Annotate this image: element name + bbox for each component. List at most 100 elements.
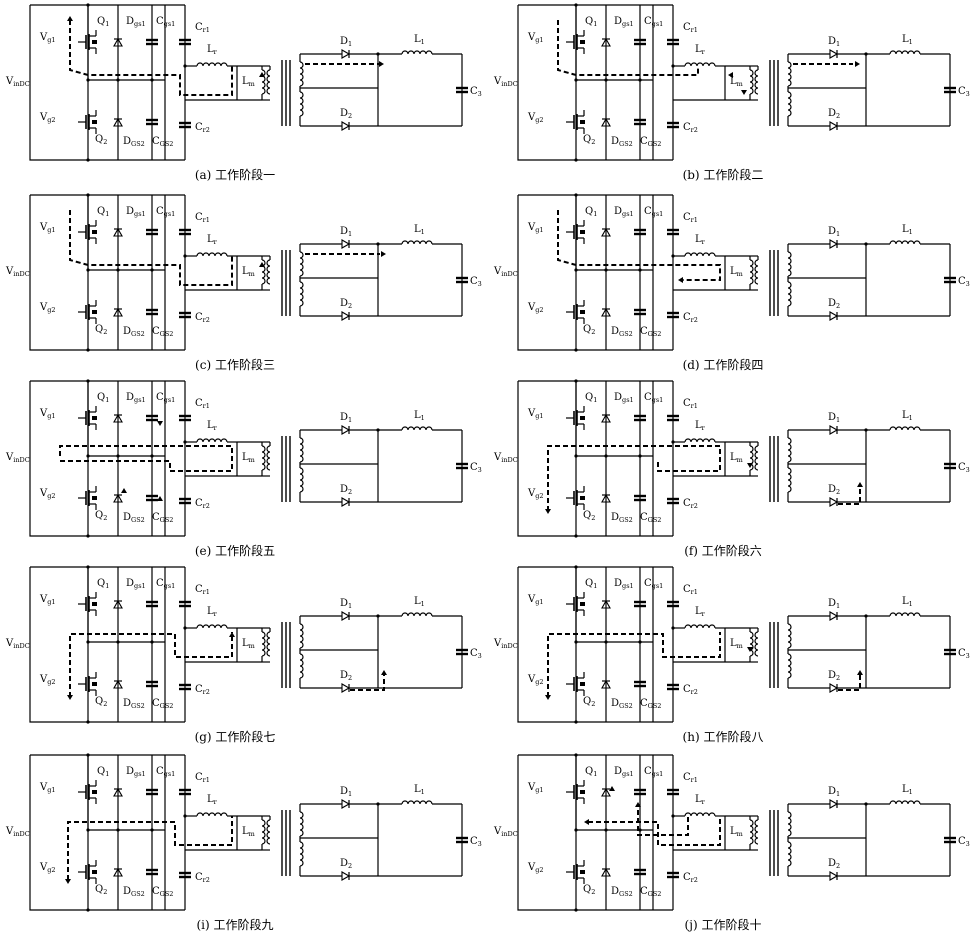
diode-dgs1-triangle (113, 413, 123, 423)
label-vin: VinDC (493, 826, 518, 838)
label-q1: Q1 (97, 206, 109, 218)
label-cgs2-main: C (152, 136, 160, 147)
inductor-lm (261, 631, 266, 657)
current-path-primary (547, 445, 721, 511)
label-lm-subscript: m (737, 456, 743, 464)
label-c3-main: C (470, 648, 478, 659)
junction-dot (574, 828, 578, 832)
label-lm-main: L (730, 452, 737, 463)
label-vin: VinDC (493, 266, 518, 278)
label-lm-main: L (242, 76, 249, 87)
junction-dot (604, 268, 608, 272)
label-cr2-subscript: r2 (691, 876, 698, 884)
caption-h: (h) 工作阶段八 (682, 730, 764, 744)
diode-dgs1-triangle (601, 599, 611, 609)
label-cr2-subscript: r2 (691, 502, 698, 510)
label-cr1-subscript: r1 (203, 588, 210, 596)
label-vg2: Vg2 (39, 112, 56, 124)
label-d1: D1 (828, 598, 840, 610)
label-d1-subscript: 1 (836, 416, 840, 424)
label-l1: L1 (902, 410, 913, 422)
label-dgs1: Dgs1 (614, 578, 634, 590)
label-dgs2: DGS2 (123, 886, 145, 898)
junction-dot (574, 379, 578, 383)
label-dgs2-subscript: GS2 (619, 330, 633, 338)
inductor-lm (261, 445, 266, 471)
source-wire-bottom (517, 755, 576, 911)
label-cgs2: CGS2 (152, 512, 173, 524)
transformer-primary (266, 445, 271, 471)
label-d2-main: D (340, 858, 348, 869)
mosfet-q2-body-diode (92, 496, 97, 500)
label-dgs2-main: D (611, 512, 619, 523)
diode-d2-triangle (829, 121, 839, 131)
label-d2: D2 (828, 298, 840, 310)
label-q1-main: Q (585, 578, 593, 589)
current-arrow-dgs1 (609, 786, 615, 791)
label-c3-main: C (470, 276, 478, 287)
label-l1-main: L (902, 34, 909, 45)
transformer-primary (266, 69, 271, 95)
label-dgs1-main: D (614, 392, 622, 403)
label-dgs2-subscript: GS2 (131, 890, 145, 898)
mosfet-q2-body-diode (580, 496, 585, 500)
label-cr1-subscript: r1 (691, 402, 698, 410)
transformer-secondary-upper (787, 811, 792, 837)
label-vg2-main: V (39, 674, 48, 685)
label-cgs2: CGS2 (640, 512, 661, 524)
label-l1-main: L (902, 410, 909, 421)
label-q2-main: Q (95, 510, 103, 521)
label-vg2: Vg2 (39, 862, 56, 874)
label-d1: D1 (828, 226, 840, 238)
mosfet-q2-body-diode (580, 870, 585, 874)
label-vin-subscript: inDC (501, 642, 517, 650)
current-arrow-q2 (65, 879, 71, 884)
label-c3-main: C (470, 462, 478, 473)
label-q1: Q1 (585, 766, 597, 778)
label-cr2: Cr2 (683, 122, 698, 134)
current-path-primary (59, 445, 233, 472)
label-l1-subscript: 1 (421, 38, 425, 46)
label-dgs1-subscript: gs1 (622, 770, 634, 778)
label-dgs1-subscript: gs1 (622, 396, 634, 404)
label-cgs1-subscript: gs1 (652, 20, 664, 28)
source-wire-bottom (517, 195, 576, 351)
label-c3-main: C (958, 836, 966, 847)
label-lr-main: L (695, 606, 702, 617)
inductor-lm (749, 819, 754, 845)
label-vg1: Vg1 (39, 408, 56, 420)
label-q1-main: Q (97, 392, 105, 403)
label-l1: L1 (414, 224, 425, 236)
current-arrow-out (855, 61, 860, 67)
label-q1-main: Q (97, 766, 105, 777)
label-lr: Lr (695, 234, 706, 246)
label-vin: VinDC (5, 76, 30, 88)
label-dgs2-subscript: GS2 (619, 890, 633, 898)
label-q2: Q2 (95, 696, 107, 708)
label-d2-subscript: 2 (836, 674, 840, 682)
label-cr2-main: C (683, 312, 691, 323)
label-dgs2-main: D (123, 886, 131, 897)
label-lm: Lm (730, 76, 743, 88)
label-d2-subscript: 2 (836, 112, 840, 120)
label-c3: C3 (470, 86, 482, 98)
label-vg1-main: V (527, 408, 536, 419)
label-d1-main: D (340, 598, 348, 609)
label-cgs1-main: C (644, 16, 652, 27)
label-c3-main: C (958, 462, 966, 473)
label-vin-subscript: inDC (501, 80, 517, 88)
label-l1-main: L (414, 596, 421, 607)
label-vg1-subscript: g1 (535, 226, 543, 234)
transformer-secondary-lower (787, 653, 792, 679)
label-dgs2: DGS2 (123, 326, 145, 338)
label-q1: Q1 (585, 392, 597, 404)
label-vg1-main: V (527, 32, 536, 43)
junction-dot (574, 640, 578, 644)
label-vg1-main: V (39, 594, 48, 605)
inductor-l1 (401, 426, 433, 431)
label-vin: VinDC (5, 826, 30, 838)
transformer-primary (266, 819, 271, 845)
label-d1-subscript: 1 (348, 416, 352, 424)
label-cgs1-main: C (156, 16, 164, 27)
